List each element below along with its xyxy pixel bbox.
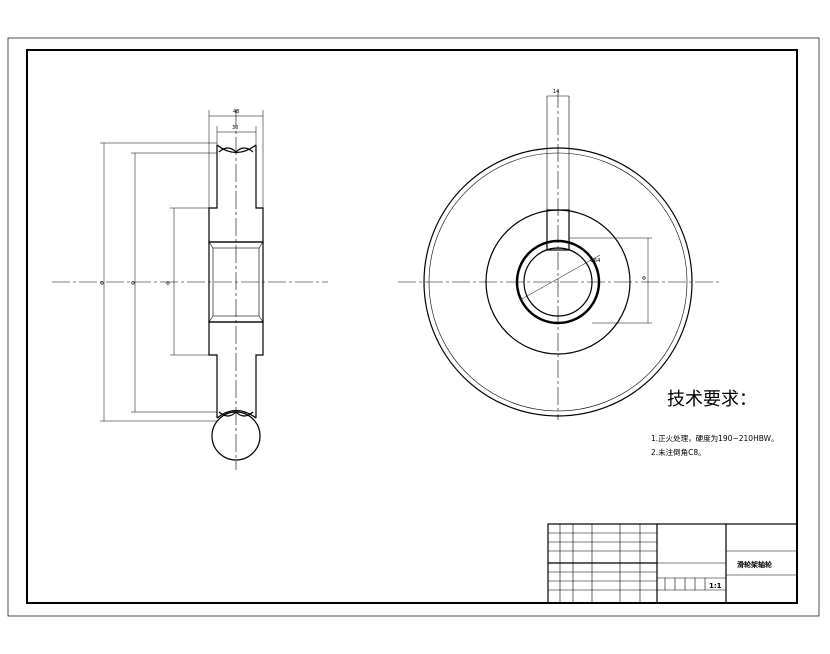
part-name: 滑轮架轴轮 [737,560,772,569]
rope-circle [211,411,261,461]
key-slot [546,209,570,251]
side-groove-top-inner [218,147,254,153]
dim-side-d3: Φ [166,281,170,287]
tech-req-heading: 技术要求： [667,389,757,410]
side-groove-bottom [216,409,257,419]
title-block: 1:1 滑轮架轴轮 [547,523,798,604]
hub-chamfer-2 [258,241,264,249]
drawing-frame [26,49,798,604]
side-view: 48 30 Φ Φ Φ [52,109,328,470]
hub-chamfer-1 [208,241,214,249]
tech-requirements: 技术要求： 1.正火处理，硬度为190~210HBW。 2.未注倒角C8。 [651,389,779,457]
bore-circle [523,247,593,317]
dim-top-outer: 48 [233,109,239,115]
outer-rim-circle [423,147,693,417]
bore-circle-outer [515,239,601,325]
bore-leader [519,254,601,301]
dim-side-d1: Φ [100,281,104,287]
dim-front-right: Φ [642,276,646,282]
tech-req-item-2: 2.未注倒角C8。 [651,447,706,457]
dim-side-d2: Φ [131,281,135,287]
dim-bore: Φ64 [590,258,600,264]
outer-rim-circle-inner [428,152,688,412]
hub-chamfer-3 [208,315,214,323]
tech-req-item-1: 1.正火处理，硬度为190~210HBW。 [651,433,779,443]
dim-top-inner: 30 [232,125,238,131]
hub-chamfer-4 [258,315,264,323]
scale-text: 1:1 [709,582,722,590]
side-hub-inner [212,247,260,317]
dim-keyway-width: 14 [553,89,559,95]
side-hub [208,241,264,323]
front-view: 14 Φ64 Φ [398,89,722,420]
sheet-outer-border [7,37,820,617]
